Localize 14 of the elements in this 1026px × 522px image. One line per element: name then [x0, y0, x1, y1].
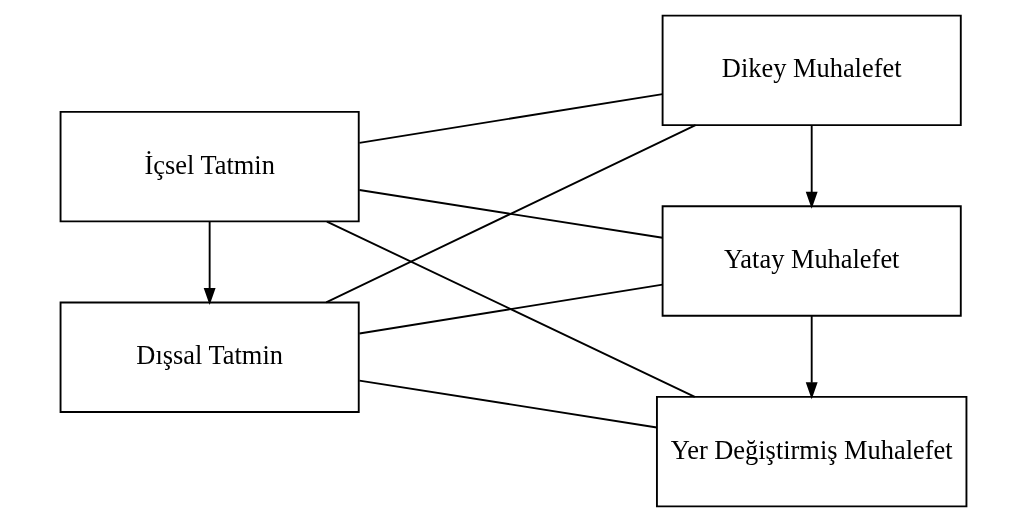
arrow — [805, 315, 818, 400]
arrow — [203, 220, 216, 305]
connector — [357, 93, 664, 144]
connector — [325, 220, 696, 398]
connector — [357, 189, 664, 239]
connector — [357, 283, 664, 335]
node-box: Dikey Muhalefet — [661, 14, 962, 127]
node-box: Dışsal Tatmin — [59, 301, 360, 413]
node-box: Yer Değiştirmiş Muhalefet — [655, 395, 967, 508]
connector — [357, 379, 658, 429]
arrow — [805, 124, 818, 209]
node-box: İçsel Tatmin — [59, 110, 360, 223]
node-box: Yatay Muhalefet — [661, 205, 962, 317]
connector — [324, 124, 696, 304]
